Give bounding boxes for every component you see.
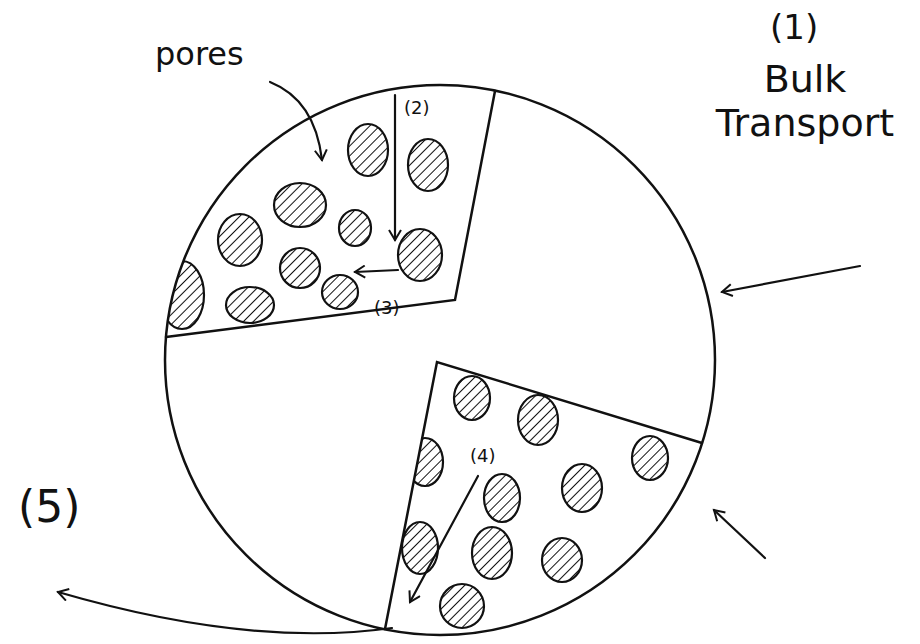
transport-arrow — [722, 266, 860, 292]
callout-number: (3) — [374, 298, 400, 319]
wedge-border — [385, 362, 702, 629]
transport-arrow — [714, 510, 765, 558]
pellet-outline — [165, 85, 715, 635]
outflow-arrow — [58, 592, 392, 633]
leader-arrow — [270, 82, 322, 160]
diffusion-arrow — [355, 270, 398, 272]
callout-number: (4) — [470, 446, 496, 467]
part-label: Bulk Transport — [700, 58, 910, 145]
diffusion-arrow — [394, 95, 396, 240]
callout-number: (5) — [18, 482, 80, 533]
pore-particles — [402, 376, 668, 628]
diffusion-arrow — [410, 476, 478, 602]
pore-particles — [160, 124, 448, 329]
callout-number: (2) — [404, 98, 430, 119]
wedge-border — [166, 91, 495, 337]
callout-number: (1) — [770, 8, 818, 47]
part-label: pores — [155, 36, 244, 73]
